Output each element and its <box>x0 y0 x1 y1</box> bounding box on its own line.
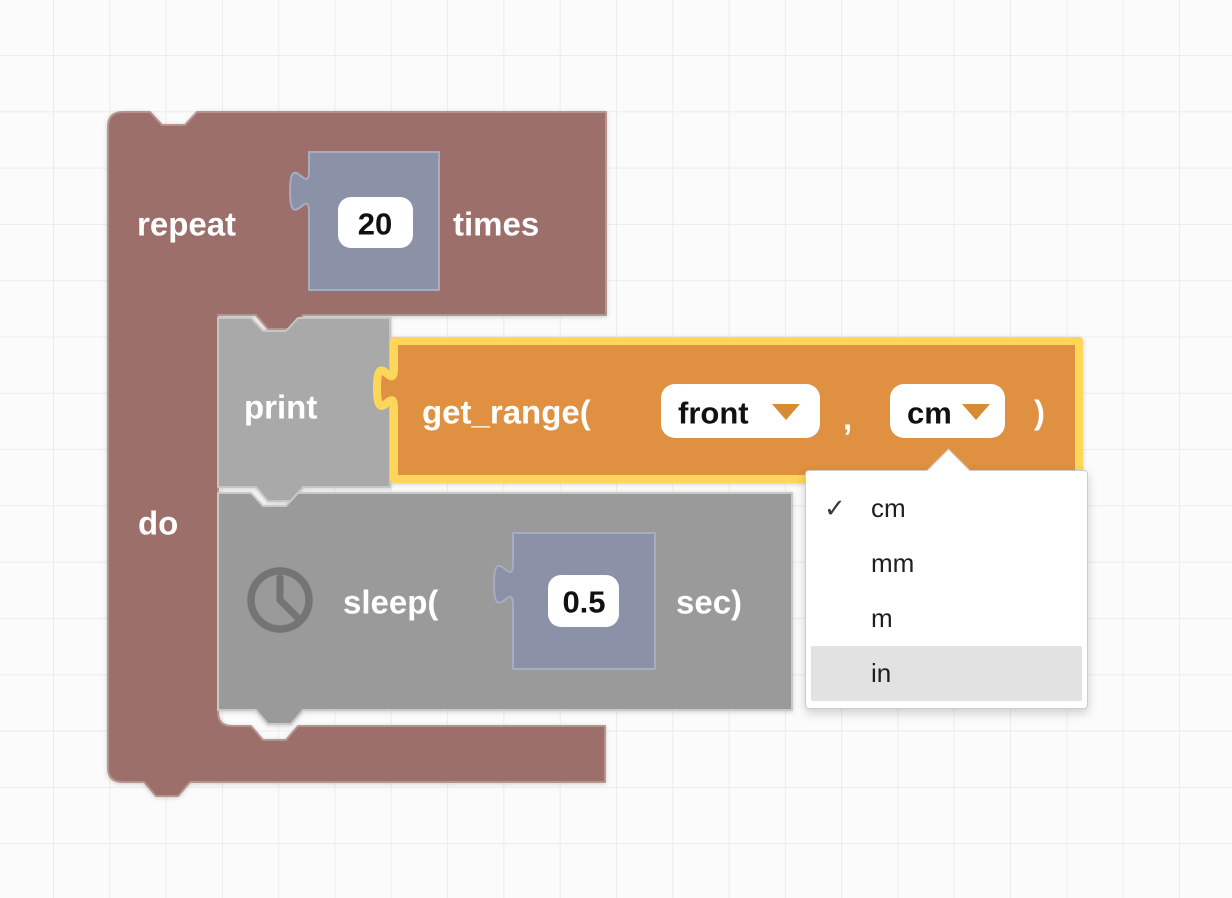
menu-item-label: mm <box>871 548 915 578</box>
comma-label: , <box>843 400 852 437</box>
number-field-05-value: 0.5 <box>562 585 605 620</box>
sensor-dropdown-field[interactable]: front <box>661 384 820 438</box>
do-label: do <box>138 505 178 542</box>
menu-list: ✓ cm mm m in <box>806 481 1087 701</box>
menu-item-cm[interactable]: ✓ cm <box>811 481 1082 536</box>
times-label: times <box>453 206 539 243</box>
sleep-label-close: sec) <box>676 584 742 621</box>
menu-item-label: cm <box>871 493 906 523</box>
clock-icon <box>247 567 313 633</box>
repeat-label: repeat <box>137 206 236 243</box>
menu-item-m[interactable]: m <box>811 591 1082 646</box>
sleep-label-open: sleep( <box>343 584 438 621</box>
menu-item-label: m <box>871 603 893 633</box>
sensor-dropdown-value: front <box>678 396 749 431</box>
menu-item-in[interactable]: in <box>811 646 1082 701</box>
print-block[interactable] <box>217 317 391 502</box>
unit-dropdown-menu: ✓ cm mm m in <box>805 448 1088 709</box>
unit-dropdown-value: cm <box>907 396 952 431</box>
number-field-20-value: 20 <box>358 207 392 242</box>
dropdown-caret-icon <box>772 404 800 420</box>
print-label: print <box>244 389 317 426</box>
dropdown-caret-icon <box>962 404 990 420</box>
menu-item-mm[interactable]: mm <box>811 536 1082 591</box>
number-field-20[interactable] <box>338 197 413 248</box>
get-range-label-open: get_range( <box>422 394 591 431</box>
checkmark-icon: ✓ <box>824 493 846 523</box>
number-field-05[interactable] <box>548 575 619 627</box>
unit-dropdown-field[interactable]: cm <box>890 384 1005 438</box>
get-range-label-close: ) <box>1034 394 1045 431</box>
repeat-block[interactable] <box>107 111 607 797</box>
menu-item-label: in <box>871 658 892 688</box>
